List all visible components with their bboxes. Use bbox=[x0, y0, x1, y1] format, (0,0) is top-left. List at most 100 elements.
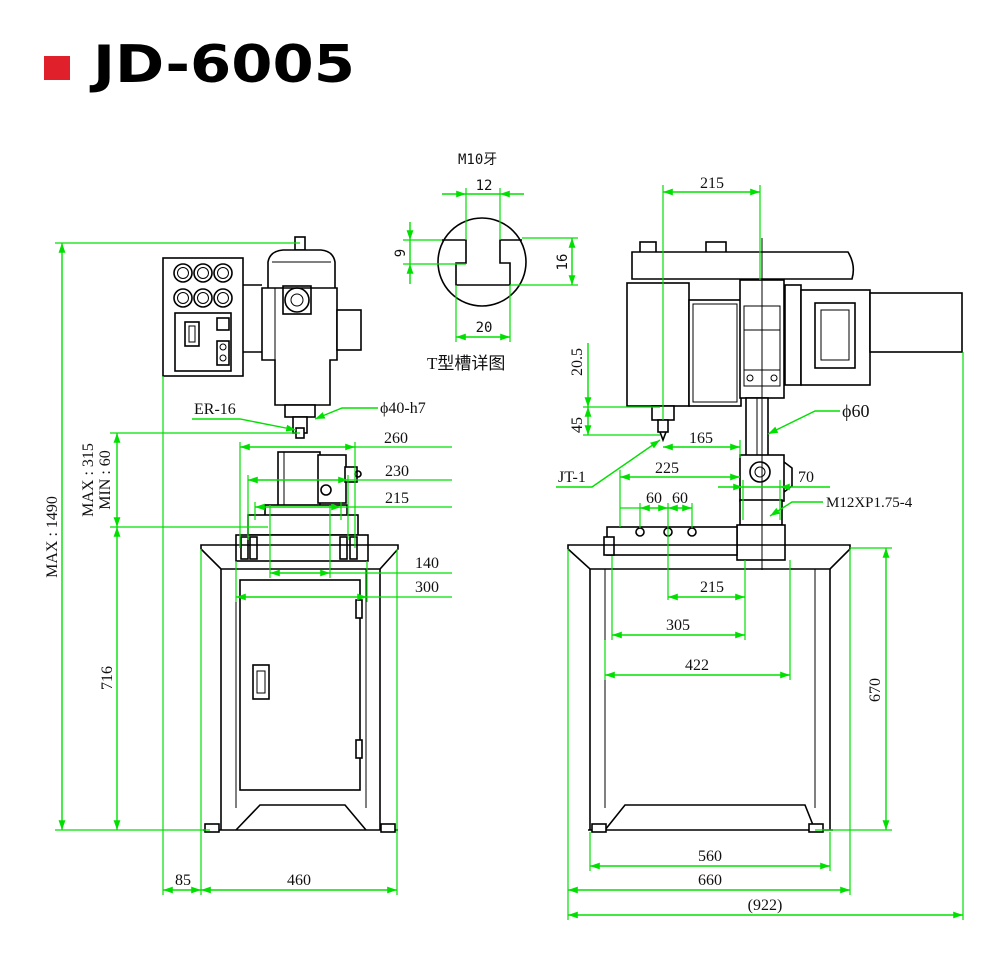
push-button bbox=[219, 343, 227, 351]
dim-225: 225 bbox=[619, 460, 740, 527]
gear-knob bbox=[320, 484, 332, 496]
gear-center bbox=[754, 466, 766, 478]
dim-260: 260 bbox=[239, 430, 452, 548]
dim-305: 305 bbox=[611, 556, 745, 640]
control-knob-inner bbox=[217, 292, 229, 304]
model-title: JD-6005 bbox=[90, 35, 355, 95]
dim-660-label: 660 bbox=[698, 872, 722, 889]
dim-422-label: 422 bbox=[685, 657, 709, 674]
dim-45-label: 45 bbox=[569, 417, 586, 433]
w215-label: 215 bbox=[385, 490, 409, 507]
door-handle-grip bbox=[256, 670, 266, 694]
leader-line bbox=[767, 410, 840, 435]
leveling-foot bbox=[204, 823, 220, 833]
w140-label: 140 bbox=[415, 555, 439, 572]
leader-line bbox=[556, 439, 661, 488]
control-box-outline bbox=[162, 257, 244, 377]
control-knob-inner bbox=[177, 292, 189, 304]
door-handle bbox=[252, 664, 270, 700]
leveling-foot bbox=[591, 823, 607, 833]
drill-tip bbox=[659, 431, 667, 443]
offset-label: 85 bbox=[175, 872, 191, 889]
total-depth-label: 16 bbox=[555, 254, 571, 271]
callout-taper: JT-1 bbox=[556, 439, 661, 488]
width-label: 460 bbox=[287, 872, 311, 889]
indicator-light bbox=[216, 317, 230, 331]
table-bolt bbox=[240, 536, 249, 560]
dim-table-height: 716 bbox=[99, 527, 121, 830]
dim-70-label: 70 bbox=[798, 469, 814, 486]
leveling-foot bbox=[380, 823, 396, 833]
dim-305-label: 305 bbox=[666, 617, 690, 634]
dim-total-depth: 16 bbox=[510, 237, 578, 286]
gear-icon bbox=[284, 287, 310, 313]
side-view bbox=[567, 238, 963, 833]
control-knob bbox=[193, 263, 213, 283]
motor bbox=[784, 284, 963, 386]
dim-spindle-heights: 20.5 45 bbox=[569, 343, 660, 436]
leveling-foot bbox=[808, 823, 824, 833]
dim-225-label: 225 bbox=[655, 460, 679, 477]
slot-pitch-1-label: 60 bbox=[646, 490, 662, 507]
thread-label: M10牙 bbox=[458, 152, 497, 168]
w300-label: 300 bbox=[415, 579, 439, 596]
motor-fins bbox=[814, 302, 856, 369]
dim-422: 422 bbox=[604, 560, 791, 680]
control-knob-inner bbox=[177, 267, 189, 279]
dim-neck-depth: 9 bbox=[393, 222, 466, 284]
tslot-outline bbox=[437, 217, 527, 307]
dim-230: 230 bbox=[247, 463, 452, 540]
dim-560-label: 560 bbox=[698, 848, 722, 865]
spindle-label: ϕ40-h7 bbox=[380, 400, 426, 417]
control-knob bbox=[173, 263, 193, 283]
dim-140: 140 bbox=[269, 505, 452, 578]
head-side-panel bbox=[692, 303, 738, 403]
base-cutout bbox=[604, 804, 816, 831]
power-switch bbox=[184, 321, 200, 347]
neck-width-label: 12 bbox=[476, 178, 493, 194]
tslot-caption: T型槽详图 bbox=[427, 354, 505, 373]
dim-20-5-label: 20.5 bbox=[569, 348, 586, 376]
door-hinge bbox=[355, 739, 363, 759]
dim-215-label: 215 bbox=[700, 579, 724, 596]
overall-depth-label: (922) bbox=[748, 897, 783, 914]
table-bolt bbox=[339, 536, 348, 560]
leader-line bbox=[314, 407, 378, 420]
control-box bbox=[162, 257, 275, 377]
dim-spindle-to-column: 215 bbox=[662, 175, 761, 420]
motor-fins-inner bbox=[820, 309, 850, 361]
leader-line bbox=[769, 501, 823, 517]
side-head bbox=[626, 241, 855, 443]
spindle-to-column-label: 215 bbox=[700, 175, 724, 192]
base-cutout bbox=[235, 804, 367, 831]
dim-215: 215 bbox=[254, 490, 452, 520]
dim-max-height: MAX : 1490 bbox=[44, 242, 300, 831]
emblem-center bbox=[290, 293, 304, 307]
slot-pitch-2-label: 60 bbox=[672, 490, 688, 507]
callout-column-diameter: ϕ60 bbox=[767, 401, 869, 435]
stroke-min-label: MIN : 60 bbox=[97, 450, 114, 510]
stroke-max-label: MAX : 315 bbox=[80, 443, 97, 517]
callout-spindle: ϕ40-h7 bbox=[314, 400, 426, 420]
control-panel bbox=[174, 312, 232, 372]
dim-overall-depth: (922) bbox=[568, 352, 964, 920]
dim-660: 660 bbox=[567, 549, 851, 920]
collet-label: ER-16 bbox=[194, 401, 236, 418]
dim-165: 165 bbox=[663, 430, 741, 458]
table-bolt bbox=[349, 536, 358, 560]
dim-neck-width: 12 bbox=[442, 178, 524, 240]
gearbox bbox=[317, 454, 347, 504]
dim-slot-pitch: 60 60 bbox=[620, 490, 693, 600]
dim-165-label: 165 bbox=[689, 430, 713, 447]
table-height-label: 670 bbox=[867, 678, 884, 702]
control-knob bbox=[213, 288, 233, 308]
power-switch-rocker bbox=[188, 325, 196, 343]
motor-flange bbox=[784, 284, 802, 386]
tslot-profile bbox=[442, 239, 522, 286]
column-base bbox=[736, 524, 786, 561]
max-height-label: MAX : 1490 bbox=[44, 496, 61, 578]
bolt-label: M12XP1.75-4 bbox=[826, 495, 913, 511]
screw bbox=[746, 374, 754, 382]
title-marker bbox=[44, 56, 70, 80]
dim-base-width: 85 460 bbox=[162, 376, 398, 895]
